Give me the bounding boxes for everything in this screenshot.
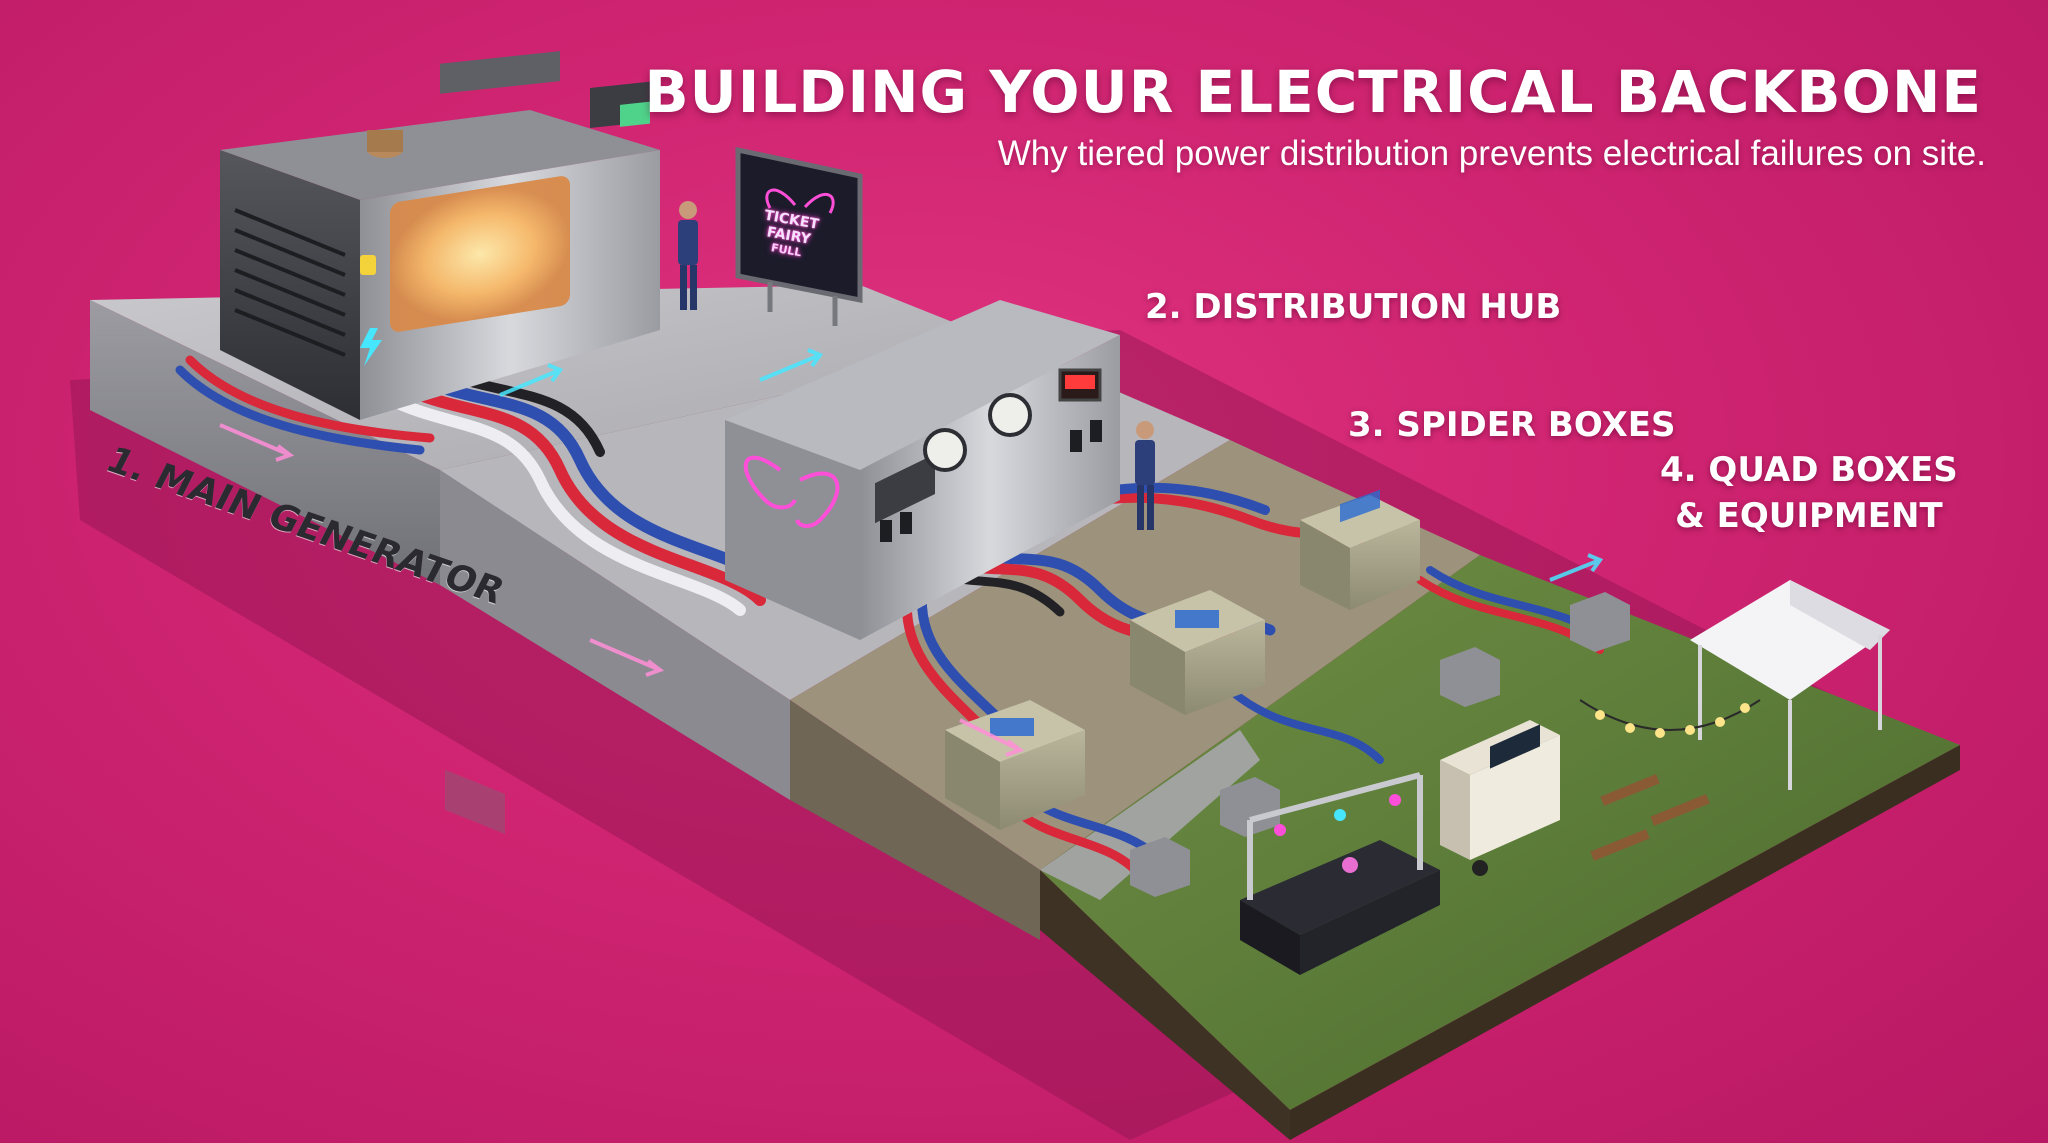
page-subtitle: Why tiered power distribution prevents e…	[997, 134, 1986, 173]
concert-stage	[1240, 772, 1440, 975]
distribution-hub	[725, 300, 1120, 640]
picnic-tables	[1590, 774, 1710, 861]
flow-arrow-icon-cyan	[499, 348, 1604, 582]
stage-label-quad-boxes-line2: & EQUIPMENT	[1675, 496, 1943, 536]
equipment-tent	[1690, 580, 1890, 790]
brand-sign: TICKET FAIRY FULL	[745, 205, 834, 264]
quad-box-1	[1570, 592, 1630, 652]
spider-box-2	[1130, 590, 1265, 715]
quad-box-4	[1130, 837, 1190, 897]
hub-technician	[1135, 421, 1155, 530]
lightning-icon	[360, 328, 382, 366]
stage-label-main-generator: 1. MAIN GENERATOR	[99, 440, 511, 613]
stage-label-distribution-hub: 2. DISTRIBUTION HUB	[1145, 287, 1562, 327]
generator-operator	[678, 201, 698, 310]
quad-box-3	[1220, 777, 1280, 837]
fuel-icon	[360, 255, 376, 275]
spider-box-1	[1300, 489, 1420, 610]
neon-wings-icon	[765, 188, 835, 214]
main-generator	[220, 51, 660, 420]
page-title: BUILDING YOUR ELECTRICAL BACKBONE	[644, 58, 1982, 126]
brand-sign-board	[735, 146, 863, 326]
string-lights	[1579, 699, 1761, 738]
spider-box-3	[945, 700, 1085, 830]
food-truck	[1440, 720, 1560, 876]
quad-box-2	[1440, 647, 1500, 707]
stage-label-quad-boxes: 4. QUAD BOXES & EQUIPMENT	[1660, 447, 1958, 539]
stage-label-quad-boxes-line1: 4. QUAD BOXES	[1660, 450, 1958, 490]
flow-arrow-icon	[219, 423, 1025, 757]
stage-label-spider-boxes: 3. SPIDER BOXES	[1348, 405, 1676, 445]
hub-neon-wings-icon	[743, 455, 840, 528]
